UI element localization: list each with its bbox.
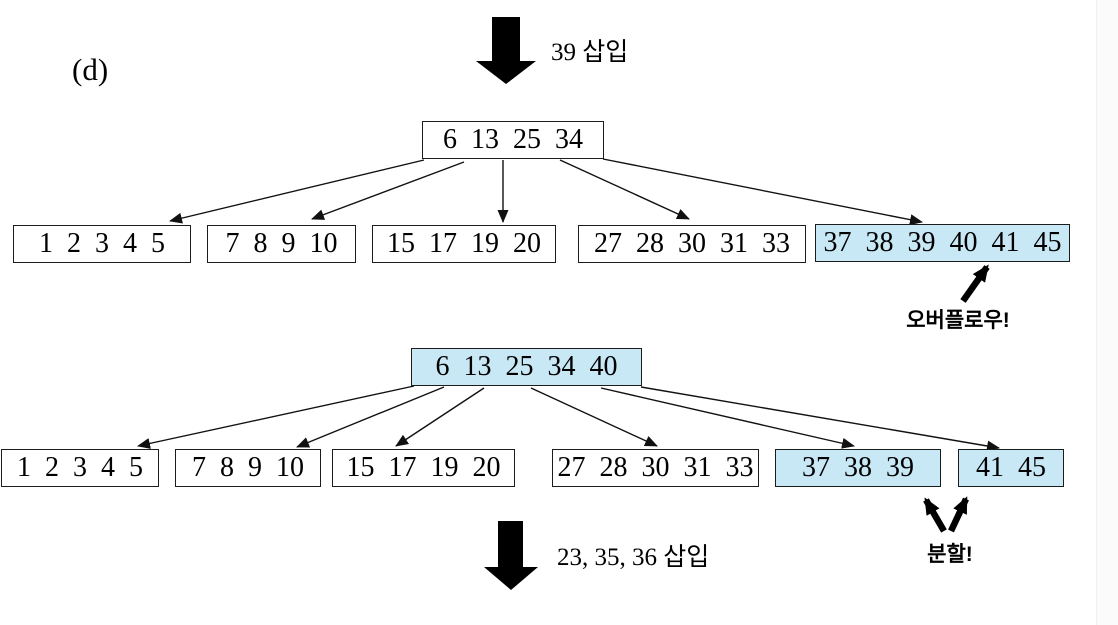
insert-23-35-36-arrow-icon xyxy=(484,521,538,590)
split-label: 분할! xyxy=(927,543,973,566)
page-edge-band xyxy=(1096,0,1118,625)
tree-after-edges xyxy=(137,385,1000,452)
node-leaf-before-5-overflow: 37 38 39 40 41 45 xyxy=(815,224,1070,262)
node-leaf-after-1: 1 2 3 4 5 xyxy=(1,449,159,487)
figure-label: (d) xyxy=(72,52,109,87)
node-leaf-before-3: 15 17 19 20 xyxy=(372,225,556,263)
overflow-label: 오버플로우! xyxy=(906,309,1010,332)
node-leaf-after-5-split-left: 37 38 39 xyxy=(775,449,941,487)
tree-before-edges xyxy=(169,158,923,226)
node-leaf-after-6-split-right: 41 45 xyxy=(958,449,1064,487)
node-leaf-after-2: 7 8 9 10 xyxy=(175,449,321,487)
node-root-after: 6 13 25 34 40 xyxy=(411,348,642,386)
node-leaf-before-4: 27 28 30 31 33 xyxy=(578,225,806,263)
node-leaf-before-2: 7 8 9 10 xyxy=(207,225,356,263)
overflow-arrow-icon xyxy=(960,264,990,303)
node-root-before: 6 13 25 34 xyxy=(422,121,604,159)
node-leaf-before-1: 1 2 3 4 5 xyxy=(13,225,191,263)
split-arrows-icon xyxy=(923,496,969,533)
insert-39-arrow-icon xyxy=(476,17,536,84)
node-leaf-after-3: 15 17 19 20 xyxy=(332,449,515,487)
insert-39-label: 39 삽입 xyxy=(551,39,629,66)
insert-23-35-36-label: 23, 35, 36 삽입 xyxy=(557,544,710,571)
node-leaf-after-4: 27 28 30 31 33 xyxy=(552,449,759,487)
